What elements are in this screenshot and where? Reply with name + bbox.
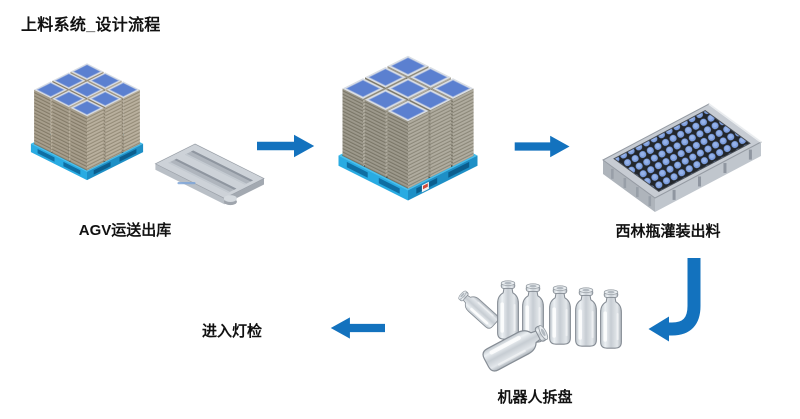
pallet-with-agv-illustration	[30, 63, 265, 206]
stacked-pallet-illustration	[338, 55, 478, 201]
page-title: 上料系统_设计流程	[21, 17, 161, 34]
vial-tray-illustration	[602, 103, 762, 212]
step-label-robot-depalletizing: 机器人拆盘	[497, 389, 573, 406]
step-label-vial-filling: 西林瓶灌装出料	[615, 223, 721, 240]
step-label-agv-outbound: AGV运送出库	[78, 222, 172, 239]
arrow-left-icon	[330, 317, 385, 339]
step-label-light-inspection: 进入灯检	[201, 323, 262, 340]
glass-vials-illustration	[458, 280, 622, 372]
arrow-right-icon	[514, 135, 570, 158]
arrow-curve-down-left-icon	[648, 258, 701, 342]
arrow-right-icon	[257, 134, 315, 158]
